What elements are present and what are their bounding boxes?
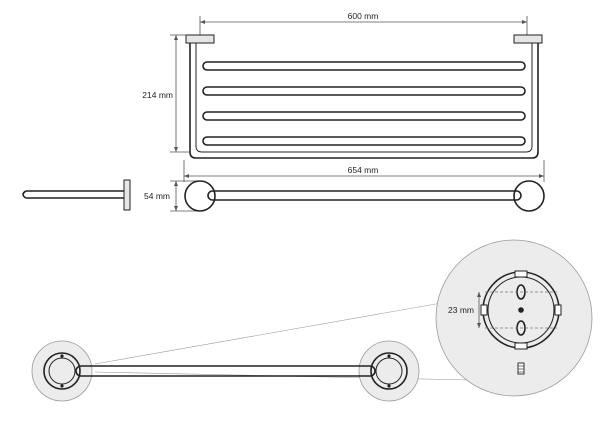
outer-frame [189, 43, 539, 159]
dimension-width: 600 mm [199, 11, 528, 36]
magnifier-circle [435, 239, 593, 397]
left-mount-rosette [43, 352, 81, 390]
dimension-mount-spacing: 23 mm [448, 292, 481, 328]
inner-frame [195, 43, 533, 153]
right-mount-rosette [370, 352, 408, 390]
top-right-rosette [513, 180, 545, 212]
leader-upper [94, 301, 448, 365]
right-mount-halo [358, 340, 420, 402]
detail-bar [75, 365, 376, 377]
left-wall-plate [185, 34, 215, 44]
dimension-height: 214 mm [142, 34, 190, 153]
left-mount-halo [31, 340, 93, 402]
dimension-overall-width: 654 mm [183, 160, 545, 182]
dimension-depth: 54 mm [144, 180, 200, 212]
height-label: 214 mm [142, 90, 173, 100]
top-view: 54 mm [144, 180, 545, 212]
front-view: 600 mm 214 mm [142, 11, 545, 182]
top-left-rosette [184, 180, 216, 212]
width-label: 600 mm [348, 11, 379, 21]
right-wall-plate [513, 34, 543, 44]
top-bar [207, 190, 522, 201]
detail-view [31, 301, 471, 402]
shelf-rails [202, 61, 526, 146]
mount-spacing-label: 23 mm [448, 305, 474, 315]
depth-label: 54 mm [144, 191, 170, 201]
side-arm [22, 190, 124, 199]
screw-icon [517, 362, 525, 375]
center-hole [518, 307, 524, 313]
side-wall-plate [123, 179, 131, 211]
side-view [22, 179, 131, 211]
overall-width-label: 654 mm [348, 165, 379, 175]
magnified-mount: 23 mm [435, 239, 593, 397]
